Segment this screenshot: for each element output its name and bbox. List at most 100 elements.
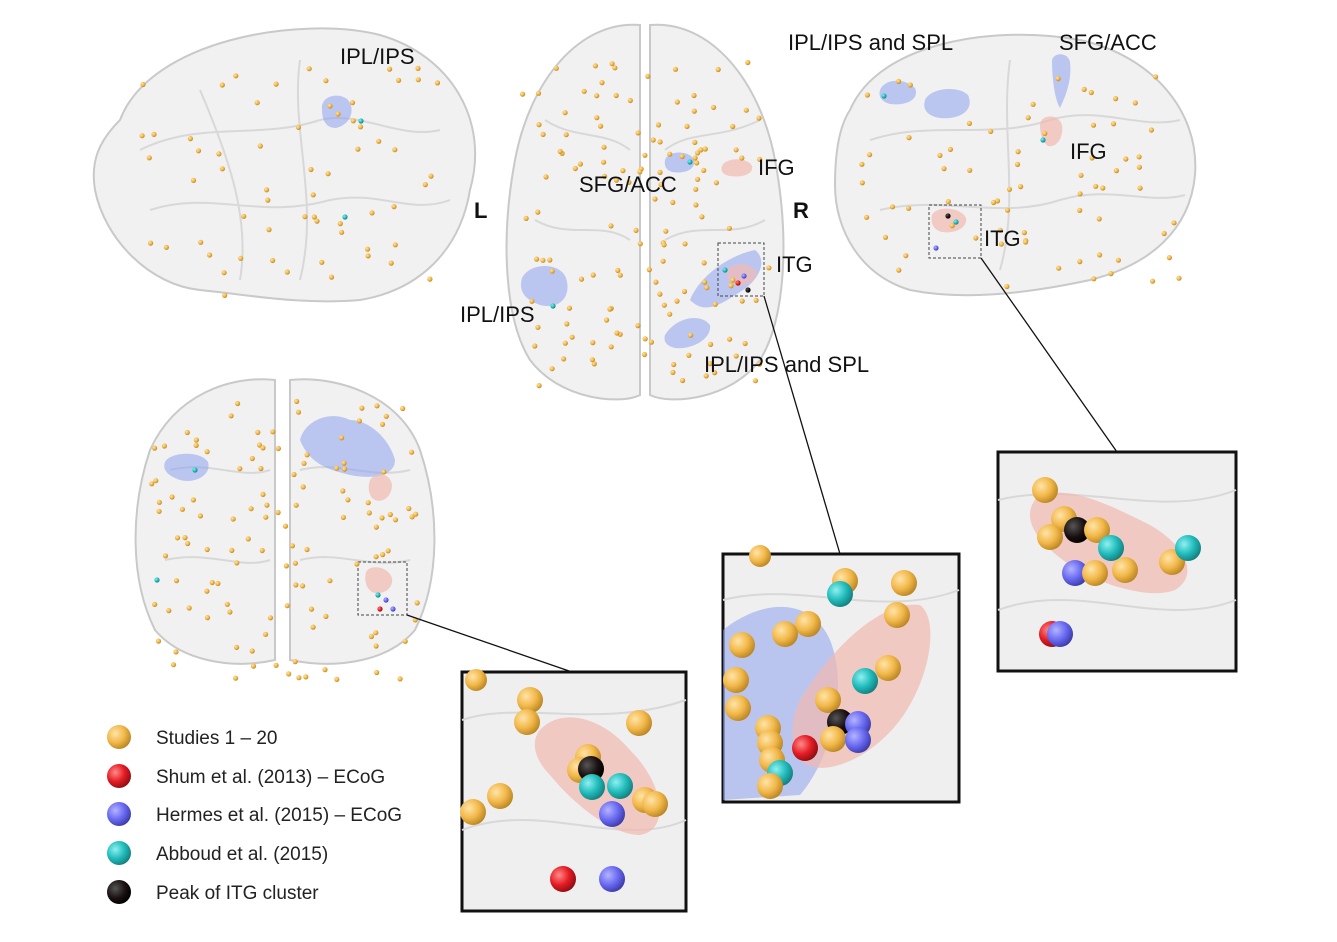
- inset-point: [465, 669, 487, 691]
- coordinate-point: [945, 213, 951, 219]
- coordinate-point: [735, 280, 741, 286]
- coordinate-point: [342, 466, 348, 472]
- coordinate-point: [255, 429, 261, 435]
- coordinate-point: [270, 257, 276, 264]
- coordinate-point: [566, 305, 573, 311]
- coordinate-point: [248, 506, 254, 512]
- coordinate-point: [691, 92, 697, 99]
- coordinate-point: [304, 546, 310, 553]
- coordinate-point: [387, 66, 393, 72]
- coordinate-point: [741, 273, 747, 279]
- coordinate-point: [739, 155, 745, 161]
- coordinate-point: [594, 93, 600, 99]
- inset-axial: [721, 545, 961, 804]
- coordinate-point: [739, 298, 745, 304]
- coordinate-point: [166, 608, 172, 614]
- connector-coronal-inset: [406, 614, 573, 673]
- coordinate-point: [187, 136, 193, 142]
- coordinate-point: [730, 277, 736, 283]
- coordinate-point: [679, 153, 685, 160]
- coordinate-point: [219, 166, 225, 172]
- coordinate-point: [365, 253, 371, 259]
- coordinate-point: [712, 301, 718, 307]
- coordinate-point: [1077, 259, 1083, 265]
- coordinate-point: [540, 257, 546, 263]
- coordinate-point: [265, 197, 271, 203]
- coordinate-point: [674, 99, 680, 105]
- inset-point: [792, 735, 818, 761]
- coronal-itg-zoom-box: [357, 561, 408, 616]
- coordinate-point: [1089, 155, 1095, 161]
- coordinate-point: [752, 378, 759, 384]
- coordinate-point: [728, 283, 734, 289]
- coordinate-point: [306, 66, 312, 72]
- coordinate-point: [695, 150, 701, 156]
- coordinate-point: [708, 341, 714, 347]
- coordinate-point: [562, 340, 568, 346]
- coordinate-point: [357, 124, 364, 130]
- coordinate-point: [615, 267, 621, 273]
- coordinate-point: [400, 405, 406, 412]
- coordinate-point: [704, 285, 710, 291]
- inset-point: [550, 866, 576, 892]
- coordinate-point: [730, 123, 736, 130]
- coordinate-point: [422, 182, 428, 188]
- coordinate-point: [174, 535, 181, 541]
- coordinate-point: [1113, 96, 1119, 102]
- legend-label-abboud: Abboud et al. (2015): [156, 844, 328, 865]
- coordinate-point: [263, 631, 269, 637]
- coordinate-point: [216, 151, 222, 157]
- coordinate-point: [581, 88, 587, 94]
- coordinate-point: [283, 563, 289, 569]
- coordinate-point: [245, 536, 251, 542]
- coordinate-point: [229, 547, 235, 554]
- coordinate-point: [652, 196, 658, 202]
- coordinate-point: [379, 515, 385, 521]
- coordinate-point: [693, 202, 699, 208]
- coordinate-point: [702, 146, 708, 152]
- coordinate-point: [896, 267, 902, 273]
- coordinate-point: [228, 413, 234, 419]
- coordinate-point: [184, 429, 190, 436]
- legend-label-peak: Peak of ITG cluster: [156, 883, 319, 904]
- coordinate-point: [653, 279, 659, 285]
- coordinate-point: [190, 497, 196, 503]
- coordinate-point: [589, 357, 596, 363]
- coordinate-point: [896, 78, 902, 84]
- inset-coronal: [460, 669, 688, 913]
- coordinate-point: [997, 227, 1003, 233]
- coordinate-point: [590, 340, 596, 346]
- coordinate-point: [1042, 130, 1048, 136]
- coordinate-point: [1077, 207, 1083, 213]
- coordinate-point: [607, 306, 613, 312]
- coordinate-point: [1115, 257, 1121, 263]
- inset-point: [795, 611, 821, 637]
- legend-swatch-abboud: [107, 841, 131, 865]
- inset-point: [1062, 560, 1088, 586]
- label-axial-sfgacc: SFG/ACC: [579, 172, 677, 197]
- coordinate-point: [289, 543, 295, 549]
- coordinate-point: [612, 65, 618, 71]
- coordinate-point: [633, 227, 639, 233]
- coordinate-point: [392, 517, 399, 523]
- coordinate-point: [241, 213, 247, 219]
- coordinate-point: [286, 671, 292, 677]
- coordinate-point: [670, 369, 676, 375]
- coordinate-point: [238, 255, 244, 261]
- coordinate-point: [224, 601, 230, 607]
- coordinate-point: [234, 560, 240, 566]
- coordinate-point: [661, 242, 667, 248]
- coordinate-point: [757, 156, 763, 162]
- coordinate-point: [406, 505, 412, 512]
- coordinate-point: [267, 615, 274, 621]
- coordinate-point: [598, 123, 604, 129]
- coordinate-point: [687, 159, 693, 165]
- label-axial-itg: ITG: [776, 252, 813, 277]
- coordinate-point: [1005, 207, 1011, 213]
- coordinate-point: [234, 644, 240, 651]
- coordinate-point: [657, 291, 663, 297]
- coordinate-point: [670, 199, 676, 205]
- inset-point: [1175, 535, 1201, 561]
- legend-swatch-studies: [107, 725, 131, 749]
- coordinate-point: [250, 663, 257, 669]
